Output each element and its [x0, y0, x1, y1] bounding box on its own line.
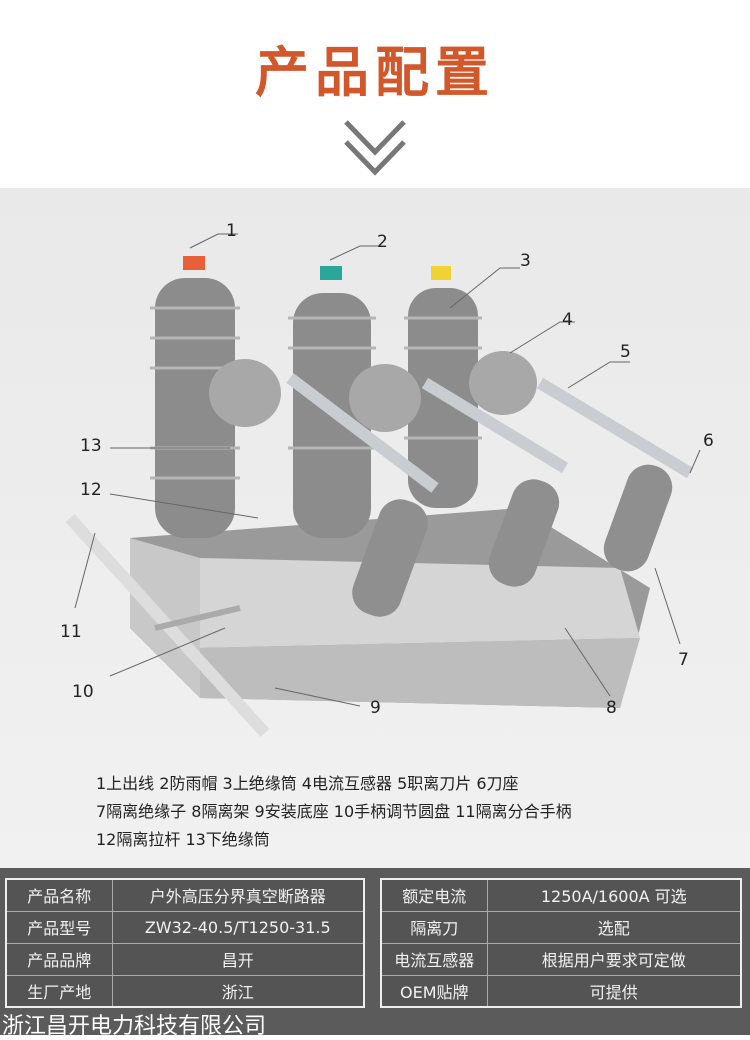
- callout-5: 5: [620, 342, 631, 362]
- callout-2: 2: [377, 232, 388, 252]
- callout-9: 9: [370, 698, 381, 718]
- table-row: 隔离刀选配: [380, 910, 742, 944]
- page-title: 产品配置: [255, 41, 495, 104]
- table-row: OEM贴牌可提供: [380, 974, 742, 1008]
- breaker-illustration: [65, 233, 701, 738]
- callout-3: 3: [520, 251, 531, 271]
- table-row: 生厂产地浙江: [5, 974, 365, 1008]
- callout-7: 7: [678, 650, 689, 670]
- chevron-down-icon: [344, 120, 406, 176]
- callout-12: 12: [80, 480, 102, 500]
- company-watermark: 浙江昌开电力科技有限公司: [2, 1014, 267, 1039]
- legend-line-3: 12隔离拉杆 13下绝缘筒: [96, 830, 270, 849]
- legend-line-1: 1上出线 2防雨帽 3上绝缘筒 4电流互感器 5职离刀片 6刀座: [96, 774, 519, 793]
- table-row: 电流互感器根据用户要求可定做: [380, 942, 742, 976]
- callout-6: 6: [703, 431, 714, 451]
- table-row: 产品名称户外高压分界真空断路器: [5, 878, 365, 912]
- callout-10: 10: [72, 682, 94, 702]
- callout-8: 8: [606, 698, 617, 718]
- callout-11: 11: [60, 622, 82, 642]
- callout-4: 4: [562, 310, 573, 330]
- product-photo: 1 2 3 4 5 6 7 8 9 10 11 12 13 1上出线 2防雨帽 …: [0, 188, 750, 868]
- callout-1: 1: [226, 221, 237, 241]
- callout-13: 13: [80, 436, 102, 456]
- legend-line-2: 7隔离绝缘子 8隔离架 9安装底座 10手柄调节圆盘 11隔离分合手柄: [96, 802, 572, 821]
- table-row: 产品品牌昌开: [5, 942, 365, 976]
